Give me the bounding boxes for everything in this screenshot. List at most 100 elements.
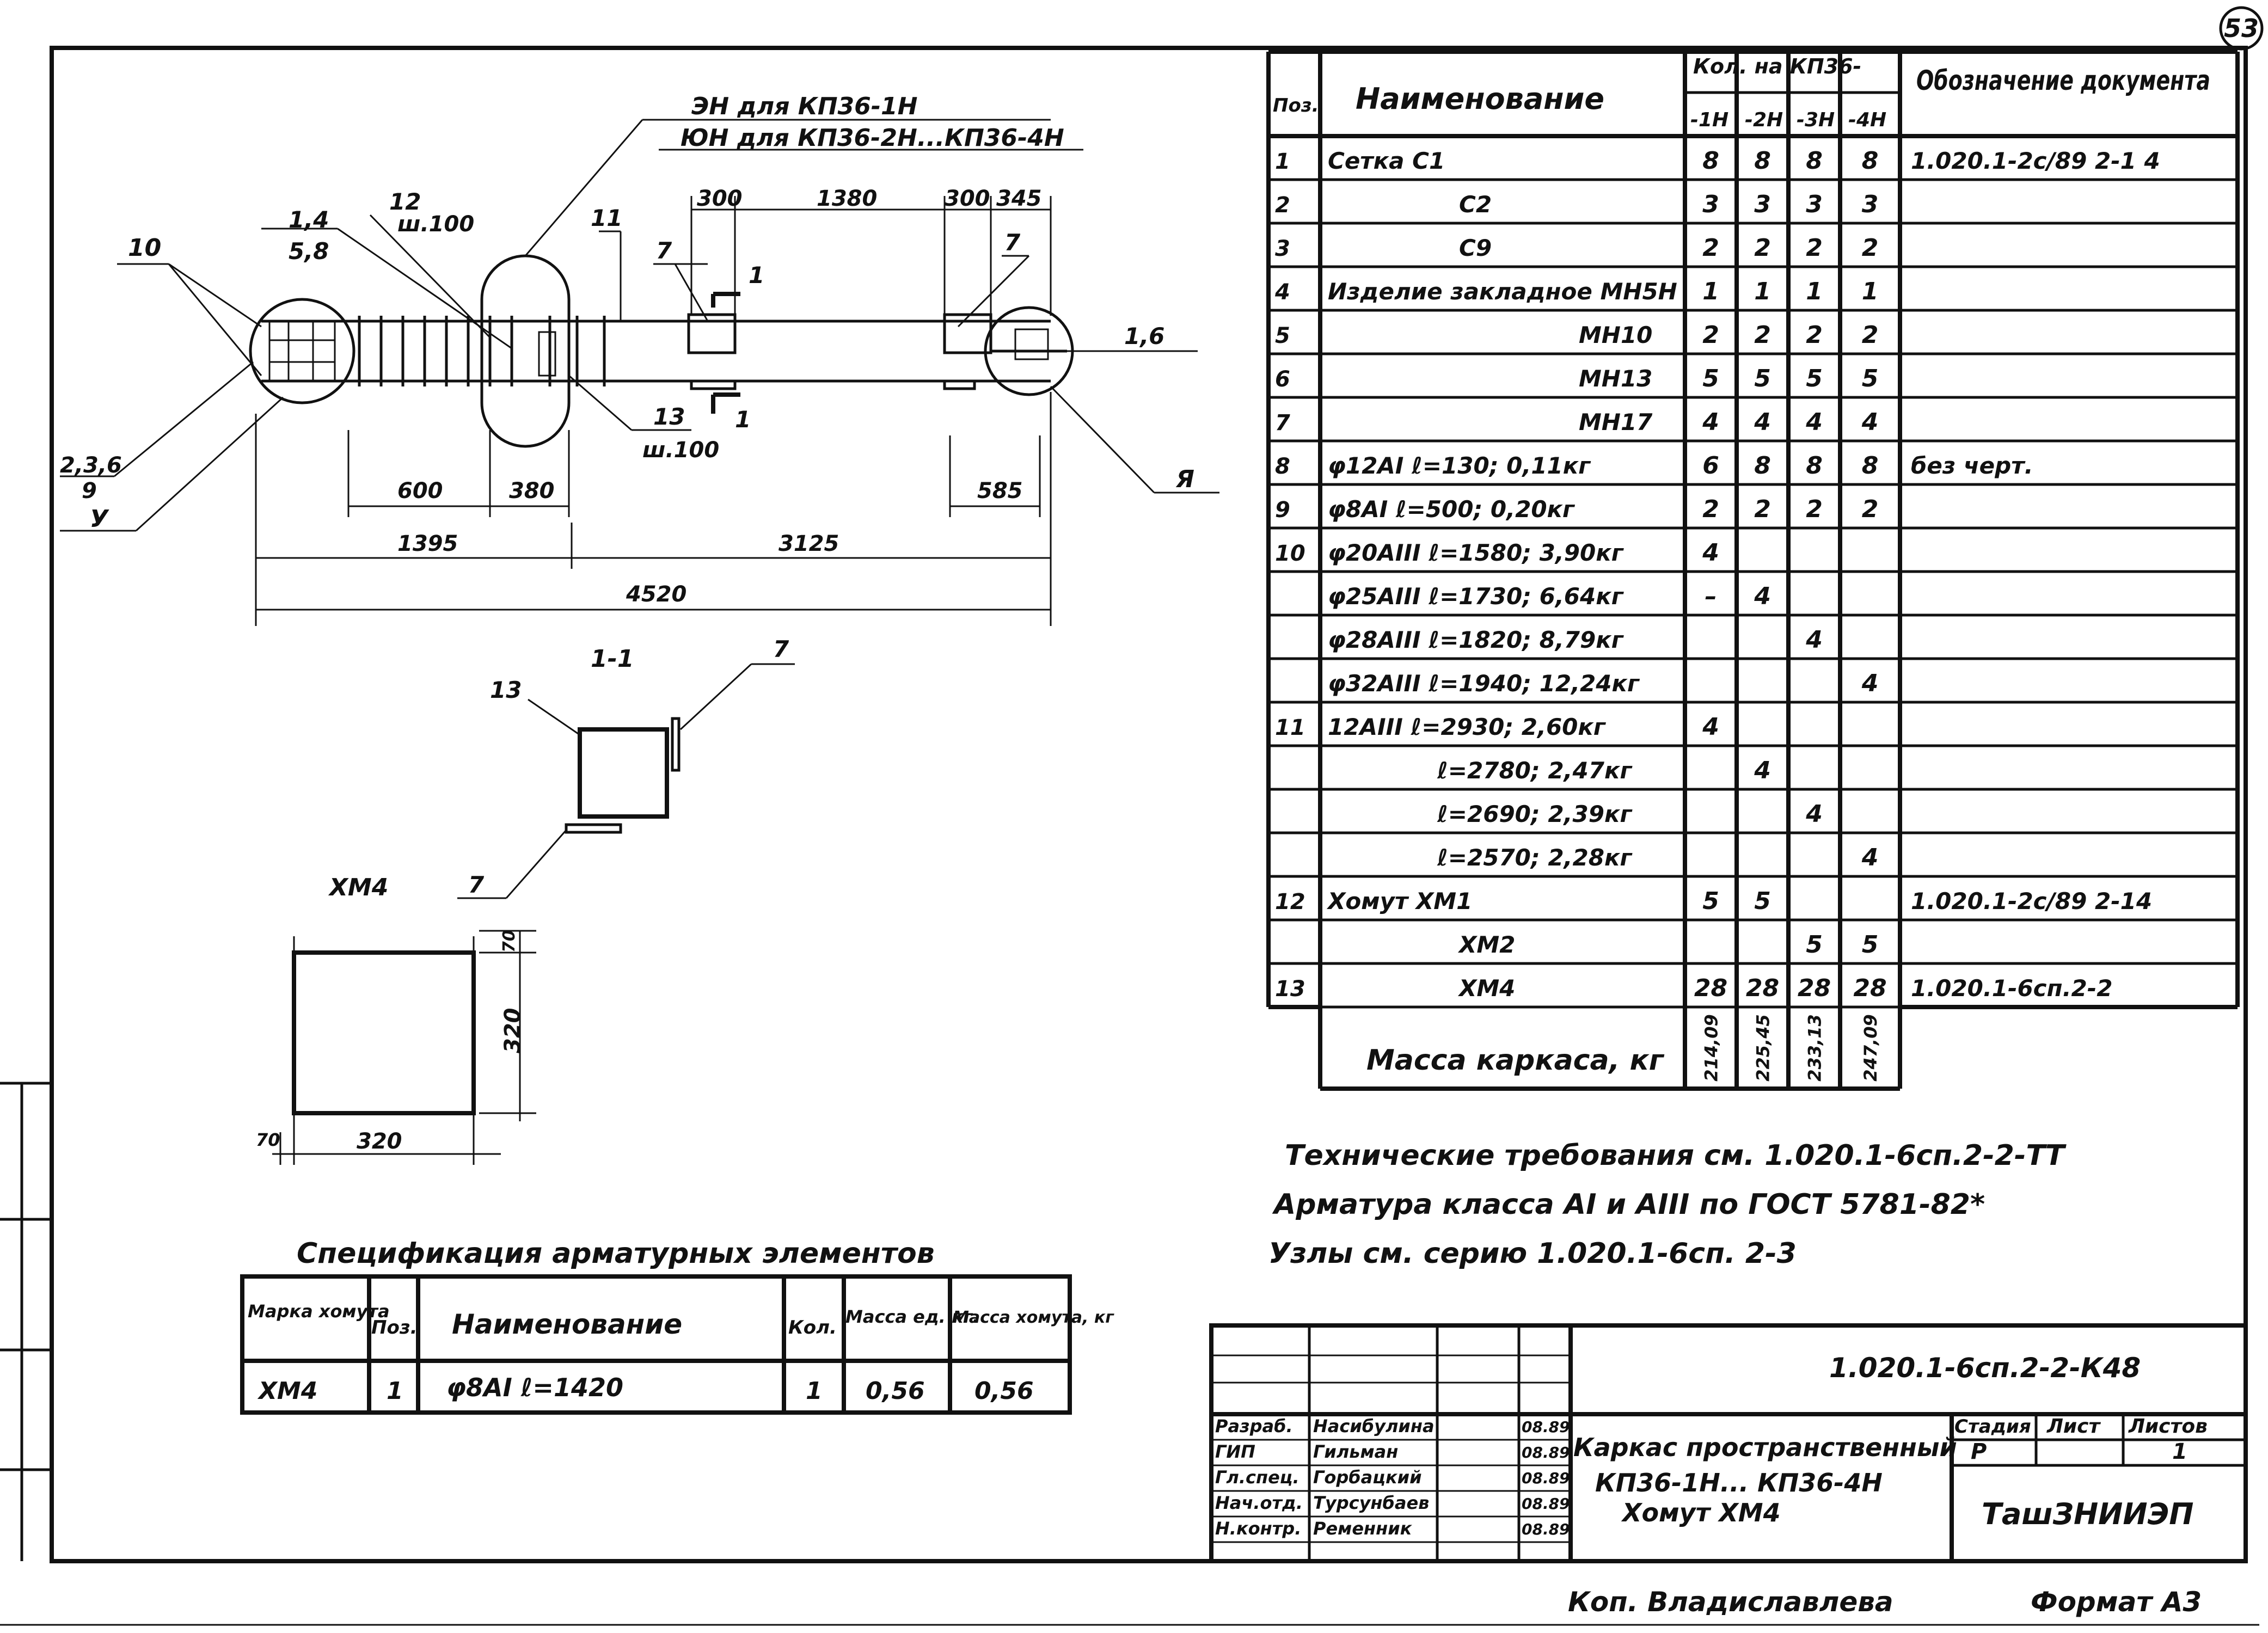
label-7-b: 7: [1004, 229, 1021, 256]
spec-row-pos: 2: [1275, 193, 1290, 218]
spec-row-name: φ25АIII ℓ=1730; 6,64кг: [1328, 583, 1625, 610]
spec-row-name: Хомут ХМ1: [1326, 888, 1472, 914]
spec-row-name: ℓ=2690; 2,39кг: [1437, 801, 1633, 827]
sheet-header: Лист: [2046, 1415, 2101, 1438]
spec-row-qty: 5: [1862, 365, 1879, 392]
spec-small-cell-pos: 1: [387, 1377, 403, 1405]
dim-1380: 1380: [817, 186, 877, 211]
spec-row-pos: 1: [1275, 149, 1290, 174]
tb-role: Нач.отд.: [1215, 1493, 1303, 1513]
spec-row-qty: 4: [1702, 713, 1719, 741]
spec-row-qty: 8: [1806, 147, 1823, 175]
spec-row-qty: 5: [1702, 365, 1719, 392]
sheet-number: 53: [2224, 14, 2259, 43]
stirrup-name: ХМ4: [328, 874, 388, 901]
label-u: У: [90, 505, 109, 533]
spec-row-pos: 6: [1275, 367, 1290, 392]
spec-small-h-name: Наименование: [452, 1309, 682, 1340]
spec-row-name: ℓ=2570; 2,28кг: [1437, 844, 1633, 871]
spec-row-name: φ20АIII ℓ=1580; 3,90кг: [1328, 539, 1625, 566]
spec-main-table: [1266, 50, 2240, 1091]
label-12: 12: [389, 188, 421, 215]
spec-row-name: С9: [1459, 235, 1492, 261]
dim-345: 345: [996, 186, 1042, 211]
tb-name: Турсунбаев: [1313, 1493, 1429, 1513]
spec-small-cell-mark: ХМ4: [257, 1377, 317, 1405]
spec-row-qty: 5: [1806, 931, 1823, 959]
section-label-7b: 7: [468, 871, 485, 898]
spec-row-pos: 7: [1275, 410, 1290, 435]
spec-row-pos: 5: [1275, 323, 1290, 348]
spec-row-qty: 2: [1702, 234, 1719, 262]
spec-row-name: МН10: [1579, 322, 1652, 348]
tb-name: Ременник: [1313, 1518, 1413, 1539]
spec-row-qty: 5: [1806, 365, 1823, 392]
dim-1395: 1395: [397, 531, 458, 556]
spec-main-h-qty: Кол. на КП36-: [1693, 54, 1861, 78]
spec-row-qty: 2: [1862, 234, 1879, 262]
label-sh100-b: ш.100: [642, 438, 719, 463]
section-label-13: 13: [490, 677, 522, 703]
spec-row-qty: 1: [1754, 278, 1771, 305]
mass-value: 233,13: [1805, 1014, 1825, 1081]
title-block: [1209, 1323, 2248, 1563]
title-line-1: Каркас пространственный: [1573, 1433, 1957, 1462]
spec-row-qty: 1: [1702, 278, 1719, 305]
dim-3125: 3125: [779, 531, 839, 556]
tb-date: 08.89: [1522, 1444, 1570, 1462]
tb-date: 08.89: [1522, 1418, 1570, 1436]
spec-row-qty: 8: [1862, 147, 1879, 175]
spec-main-h-1n: -1Н: [1690, 109, 1728, 131]
spec-row-qty: 2: [1754, 234, 1771, 262]
spec-row-pos: 9: [1275, 498, 1290, 523]
drawing-code: 1.020.1-6сп.2-2-К48: [1829, 1352, 2141, 1384]
detail-circle-u: [249, 298, 355, 404]
sheets-value: 1: [2172, 1439, 2187, 1464]
sheets-header: Листов: [2128, 1415, 2208, 1438]
label-11: 11: [591, 205, 622, 231]
elevation-view: [249, 254, 1074, 448]
spec-row-name: ХМ2: [1457, 931, 1515, 958]
spec-row-doc: 1.020.1-2с/89 2-14: [1911, 888, 2152, 914]
dim-600: 600: [397, 478, 443, 504]
stirrups-group: [358, 316, 606, 386]
spec-row-doc: 1.020.1-6сп.2-2: [1911, 975, 2112, 1002]
spec-row: φ25АIII ℓ=1730; 6,64кг–4: [1328, 582, 1771, 610]
spec-small-h-pos: Поз.: [371, 1317, 418, 1339]
spec-row-qty: 2: [1806, 321, 1823, 349]
tb-date: 08.89: [1522, 1469, 1570, 1487]
spec-row-name: ХМ4: [1457, 975, 1515, 1002]
spec-row-doc: 1.020.1-2с/89 2-1 4: [1911, 148, 2160, 174]
spec-row-qty: 4: [1805, 408, 1823, 436]
note-3: Узлы см. серию 1.020.1-6сп. 2-3: [1268, 1237, 1797, 1270]
spec-small-h-mass-total: Масса хомута, кг: [953, 1308, 1114, 1327]
spec-main-h-4n: -4Н: [1848, 109, 1886, 131]
stirrup-dim-left: 70: [256, 1129, 280, 1150]
spec-row-qty: 2: [1806, 495, 1823, 523]
spec-row-qty: 4: [1702, 539, 1719, 567]
mass-value: 214,09: [1701, 1014, 1722, 1081]
spec-row-qty: 4: [1805, 626, 1823, 654]
spec-main-h-name: Наименование: [1356, 82, 1604, 116]
leader-lines: [60, 119, 1219, 532]
spec-row-name: φ32АIII ℓ=1940; 12,24кг: [1328, 670, 1640, 697]
spec-small-h-mark: Марка хомута: [248, 1301, 390, 1322]
mass-value: 225,45: [1753, 1014, 1774, 1081]
section-1-1: [457, 663, 795, 899]
label-1-a: 1: [749, 262, 764, 288]
note-1: Технические требования см. 1.020.1-6сп.2…: [1285, 1139, 2067, 1172]
spec-row-name: ℓ=2780; 2,47кг: [1437, 757, 1633, 784]
spec-row-qty: 3: [1754, 191, 1771, 218]
spec-small-cell-mass-unit: 0,56: [866, 1377, 925, 1405]
dim-300-b: 300: [945, 186, 990, 211]
dim-300-a: 300: [697, 186, 743, 211]
callout-yun: ЮН для КП36-2Н...КП36-4Н: [681, 124, 1064, 152]
dimension-lines: [255, 196, 1052, 626]
